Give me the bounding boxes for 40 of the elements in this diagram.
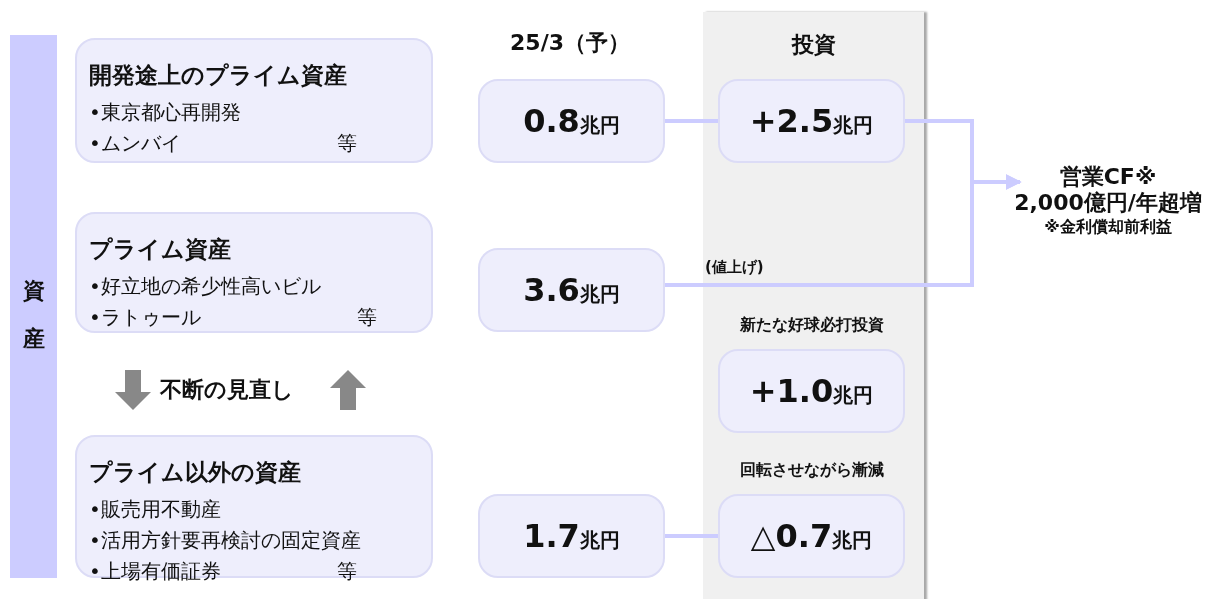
box-heading: 開発途上のプライム資産 <box>89 61 348 90</box>
box-heading: プライム以外の資産 <box>89 458 302 487</box>
value-box <box>478 79 665 163</box>
value-text: 0.8兆円 <box>523 102 620 140</box>
category-box <box>75 38 433 163</box>
box-heading: プライム資産 <box>89 235 232 264</box>
result-text: 営業CF※ <box>1059 164 1157 191</box>
value-text: +2.5兆円 <box>749 102 874 140</box>
connector-line <box>665 119 718 123</box>
result-text: 2,000億円/年超増 <box>1014 190 1202 217</box>
bullet-item: •上場有価証券 <box>89 559 221 583</box>
value-box <box>478 494 665 578</box>
arrow <box>665 174 1022 287</box>
bullet-item: •ムンバイ <box>89 131 181 155</box>
value-text: △0.7兆円 <box>750 517 873 555</box>
result-text: ※金利償却前利益 <box>1044 216 1172 236</box>
value-text: 1.7兆円 <box>523 517 620 555</box>
bullet-item: •好立地の希少性高いビル <box>89 274 321 298</box>
value-text: 3.6兆円 <box>523 271 620 309</box>
value-text: +1.0兆円 <box>749 372 874 410</box>
review-label: 不断の見直し <box>160 376 294 404</box>
bullet-item: •東京都心再開発 <box>89 100 241 124</box>
column-background <box>703 12 924 599</box>
value-box <box>478 248 665 332</box>
bullet-item: •ラトゥール <box>89 305 201 329</box>
bullet-item: •販売用不動産 <box>89 497 221 521</box>
list-suffix: 等 <box>337 558 357 585</box>
date-heading: 25/3（予） <box>509 29 631 57</box>
value-box <box>718 79 905 163</box>
edge-label: (値上げ) <box>705 258 764 277</box>
bullet-item: •活用方針要再検討の固定資産 <box>89 528 361 552</box>
column-heading: 投資 <box>790 31 837 59</box>
category-box <box>75 212 433 333</box>
box-caption: 回転させながら漸減 <box>738 460 885 481</box>
vertical-band <box>10 35 57 578</box>
box-caption: 新たな好球必打投資 <box>738 315 885 336</box>
list-suffix: 等 <box>357 304 377 331</box>
band-label: 資産 <box>21 277 46 353</box>
connector-line <box>665 534 718 538</box>
list-suffix: 等 <box>337 130 357 157</box>
